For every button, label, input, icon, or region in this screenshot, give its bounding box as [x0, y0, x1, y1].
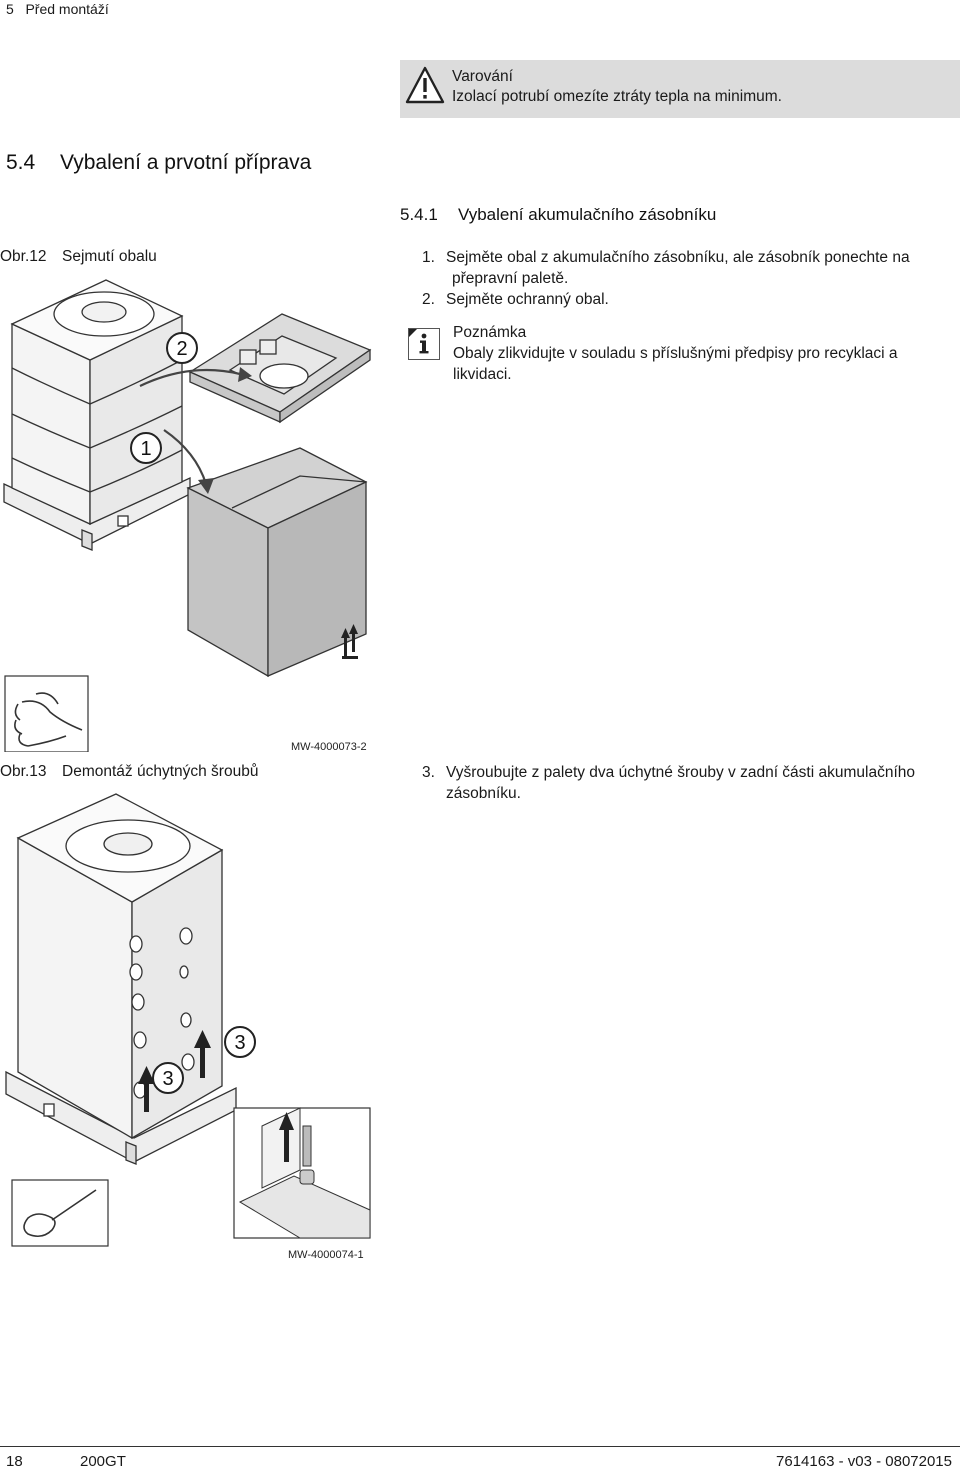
step-3-number: 3. — [422, 764, 435, 781]
callout-1: 1 — [140, 438, 151, 460]
subsection-heading: 5.4.1 Vybalení akumulačního zásobníku — [400, 204, 716, 226]
subsection-number: 5.4.1 — [400, 205, 438, 224]
footer-rule — [0, 1446, 960, 1447]
warning-triangle-icon — [405, 66, 445, 104]
note-line2: likvidaci. — [453, 366, 512, 383]
header-title: Před montáží — [25, 1, 109, 17]
warning-box: Varování Izolací potrubí omezíte ztráty … — [400, 60, 960, 118]
step-3-line2: zásobníku. — [446, 785, 521, 802]
figure13-illustration: 3 3 — [5, 793, 371, 1247]
step-2-line1: Sejměte ochranný obal. — [446, 291, 609, 308]
info-icon — [408, 328, 440, 360]
figure12-number: Obr.12 — [0, 248, 47, 265]
step-1-line1: Sejměte obal z akumulačního zásobníku, a… — [446, 249, 910, 266]
step-2-number: 2. — [422, 291, 435, 308]
step-3-line1: Vyšroubujte z palety dva úchytné šrouby … — [446, 764, 915, 781]
detail-inset — [233, 1107, 371, 1239]
hand-icon — [14, 692, 83, 747]
cardboard-box — [186, 447, 368, 678]
figure13-caption: Obr.13 Demontáž úchytných šroubů — [0, 763, 258, 781]
step-1-number: 1. — [422, 249, 435, 266]
subsection-title: Vybalení akumulačního zásobníku — [458, 205, 717, 224]
header-section-number: 5 — [6, 1, 14, 17]
section-title: Vybalení a prvotní příprava — [60, 151, 312, 174]
figure13-number: Obr.13 — [0, 763, 47, 780]
callout-3a: 3 — [162, 1068, 173, 1090]
warning-text: Izolací potrubí omezíte ztráty tepla na … — [452, 88, 782, 105]
step-1: 1. Sejměte obal z akumulačního zásobníku,… — [422, 247, 960, 289]
section-number: 5.4 — [6, 151, 36, 174]
footer-page-number: 18 — [6, 1453, 23, 1470]
figure12-ref: MW-4000073-2 — [291, 741, 367, 753]
note-title: Poznámka — [453, 324, 527, 341]
running-header: 5 Před montáží — [6, 1, 109, 17]
note-line1: Obaly zlikvidujte v souladu s příslušným… — [453, 345, 898, 362]
figure12-title: Sejmutí obalu — [62, 248, 157, 265]
screwdriver-icon — [23, 1189, 97, 1238]
note-box: Poznámka Obaly zlikvidujte v souladu s p… — [453, 322, 960, 385]
warning-title: Varování — [452, 68, 513, 85]
step-2: 2. Sejměte ochranný obal. — [422, 289, 609, 310]
step-1-line2: přepravní paletě. — [452, 270, 569, 287]
footer-document-code: 7614163 - v03 - 08072015 — [776, 1453, 952, 1470]
figure13-ref: MW-4000074-1 — [288, 1249, 364, 1261]
footer-model: 200GT — [80, 1453, 126, 1470]
figure13-title: Demontáž úchytných šroubů — [62, 763, 259, 780]
figure12-illustration: 2 1 — [3, 279, 372, 752]
section-heading: 5.4 Vybalení a prvotní příprava — [6, 150, 311, 176]
step-3: 3. Vyšroubujte z palety dva úchytné šroub… — [422, 762, 960, 804]
callout-2: 2 — [176, 338, 187, 360]
tank-rear-view — [5, 793, 237, 1165]
callout-3b: 3 — [234, 1032, 245, 1054]
protective-cover — [188, 313, 372, 424]
tank-unpacked — [3, 279, 191, 551]
figure12-caption: Obr.12 Sejmutí obalu — [0, 248, 157, 266]
